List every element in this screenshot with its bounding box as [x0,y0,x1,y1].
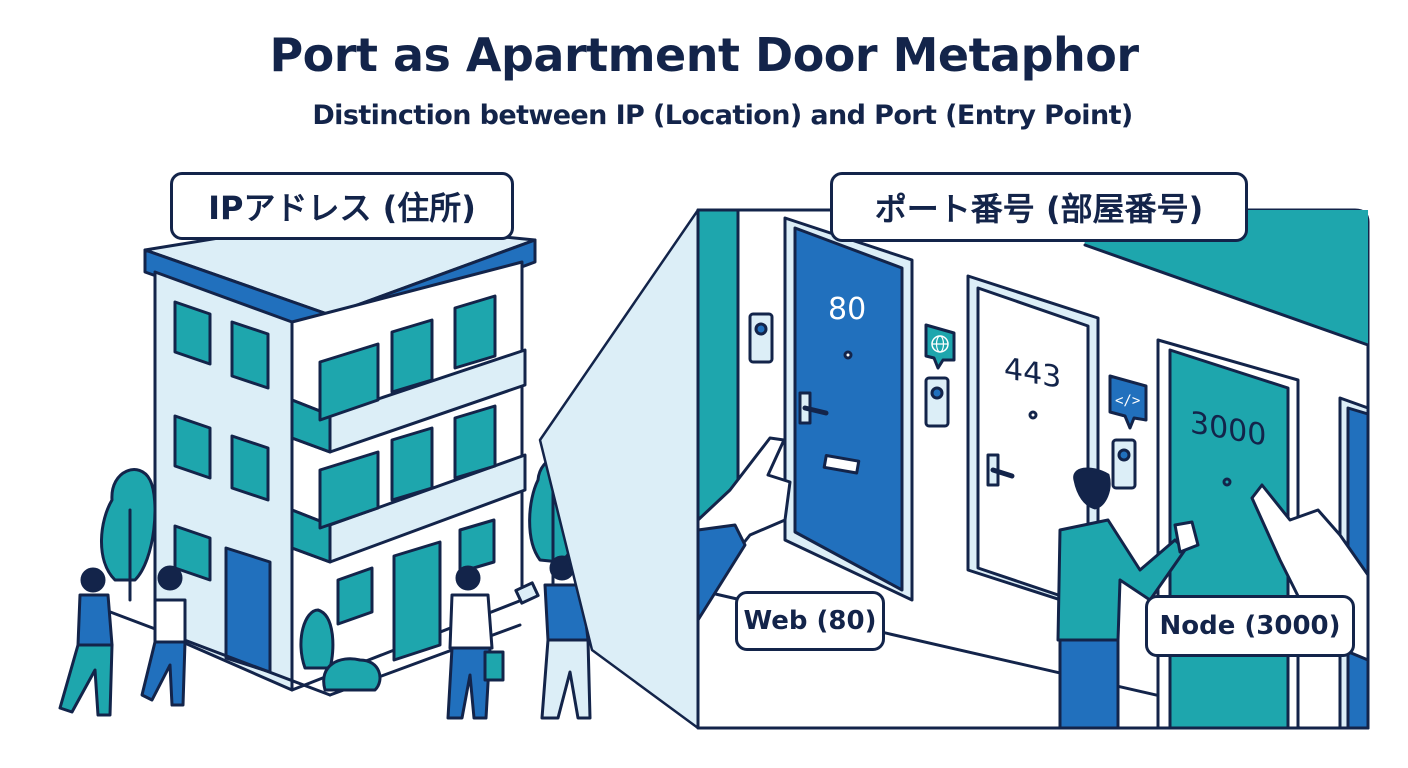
ip-address-label: IPアドレス (住所) [170,172,514,240]
page-title: Port as Apartment Door Metaphor [269,28,1139,82]
node-port-callout: Node (3000) [1145,595,1355,657]
intercom-icon [1111,438,1137,490]
port-number-label: ポート番号 (部屋番号) [830,172,1248,242]
intercom-icon [748,312,774,364]
people-group [58,555,592,720]
code-icon: </> [1108,374,1148,430]
door-80 [793,226,904,592]
intercom-icon [924,376,950,428]
door-number-80: 80 [828,292,867,327]
page-subtitle: Distinction between IP (Location) and Po… [312,100,1133,131]
svg-text:</>: </> [1115,393,1140,409]
web-port-callout: Web (80) [735,591,885,651]
globe-icon [924,323,956,370]
